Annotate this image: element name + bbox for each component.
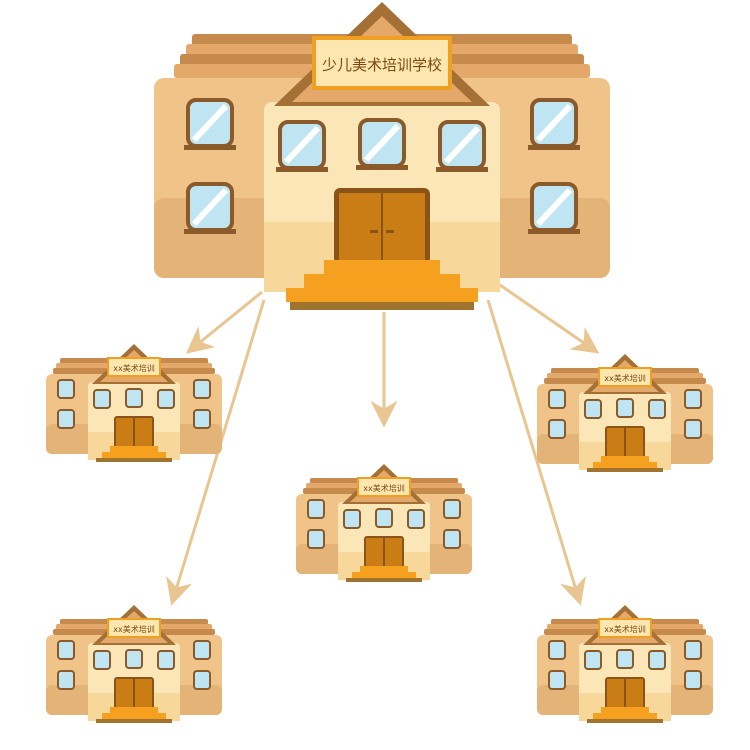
arrow-icon xyxy=(185,290,263,354)
connector-arrows xyxy=(166,283,600,606)
arrow-icon xyxy=(499,283,600,354)
branch-sign: xx美术培训 xyxy=(363,483,404,493)
branch-building-icon xyxy=(46,344,222,462)
arrow-icon xyxy=(486,299,586,606)
window-icon xyxy=(276,120,328,172)
branch-building-icon xyxy=(537,605,713,723)
main-school-building: 少儿美术培训学校 xyxy=(154,2,610,310)
branch-building: xx美术培训 xyxy=(46,344,222,462)
school-building-icon: 少儿美术培训学校 xyxy=(154,2,610,310)
branch-building: xx美术培训 xyxy=(537,354,713,472)
branch-building-icon xyxy=(46,605,222,723)
branch-building-icon xyxy=(296,464,472,582)
branch-building: xx美术培训 xyxy=(537,605,713,723)
branch-building: xx美术培训 xyxy=(296,464,472,582)
window-icon xyxy=(528,98,580,150)
window-icon xyxy=(436,120,488,172)
branch-sign: xx美术培训 xyxy=(604,624,645,634)
window-icon xyxy=(184,182,236,234)
branch-sign: xx美术培训 xyxy=(113,624,154,634)
door-icon xyxy=(334,188,430,264)
window-icon xyxy=(184,98,236,150)
branch-building-icon xyxy=(537,354,713,472)
main-school-sign: 少儿美术培训学校 xyxy=(322,56,442,74)
branch-sign: xx美术培训 xyxy=(113,363,154,373)
branch-building: xx美术培训 xyxy=(46,605,222,723)
window-icon xyxy=(356,118,408,170)
window-icon xyxy=(528,182,580,234)
branch-sign: xx美术培训 xyxy=(604,373,645,383)
